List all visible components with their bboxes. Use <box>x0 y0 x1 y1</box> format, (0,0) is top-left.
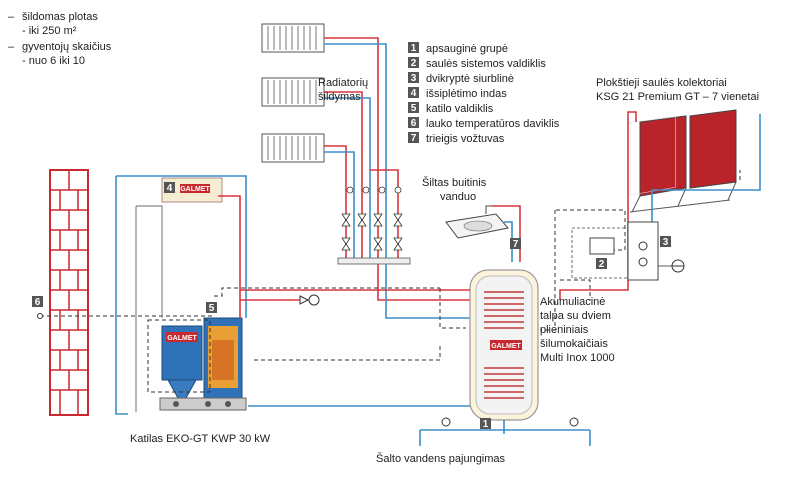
tank-brand: GALMET <box>491 343 521 350</box>
legend-item-7: 7 trieigis vožtuvas <box>408 132 505 145</box>
svg-text:–: – <box>8 41 15 53</box>
legend-item-5: 5 katilo valdiklis <box>408 102 494 115</box>
cold-water-inlet: 1 <box>419 417 591 446</box>
tank-label-line2: talpa su dviem <box>540 310 611 322</box>
svg-text:2: 2 <box>411 58 417 69</box>
svg-text:6: 6 <box>411 118 417 129</box>
top-notes: – šildomas plotas - iki 250 m² – gyvento… <box>8 11 112 67</box>
collector-label-line1: Plokštieji saulės kolektoriai <box>596 77 727 89</box>
tank-label-line4: šilumokaičiais <box>540 338 608 350</box>
svg-text:saulės sistemos valdiklis: saulės sistemos valdiklis <box>426 58 546 70</box>
boiler-label: Katilas EKO-GT KWP 30 kW <box>130 433 271 445</box>
svg-text:GALMET: GALMET <box>180 186 210 193</box>
marker-6: 6 <box>35 297 41 308</box>
radiator-bottom <box>261 133 325 163</box>
note-area-title: šildomas plotas <box>22 11 98 23</box>
legend-item-2: 2 saulės sistemos valdiklis <box>408 57 546 70</box>
svg-text:GALMET: GALMET <box>167 335 197 342</box>
svg-text:5: 5 <box>411 103 417 114</box>
marker-1: 1 <box>483 419 489 430</box>
marker-3: 3 <box>663 237 669 248</box>
expansion-vessel: 4 GALMET <box>161 177 223 203</box>
legend-item-4: 4 išsiplėtimo indas <box>408 87 507 100</box>
legend-item-1: 1 apsauginė grupė <box>408 42 508 55</box>
outdoor-sensor: 6 <box>32 296 43 319</box>
svg-text:išsiplėtimo indas: išsiplėtimo indas <box>426 88 507 100</box>
hot-water-label-line2: vanduo <box>440 191 476 203</box>
marker-4: 4 <box>167 183 173 194</box>
radiator-pipes <box>324 37 470 319</box>
svg-text:lauko temperatūros daviklis: lauko temperatūros daviklis <box>426 118 560 130</box>
svg-text:katilo valdiklis: katilo valdiklis <box>426 103 494 115</box>
solar-collectors <box>629 47 737 213</box>
radiator-top <box>261 23 325 53</box>
svg-text:apsauginė grupė: apsauginė grupė <box>426 43 508 55</box>
svg-text:–: – <box>8 11 15 23</box>
svg-text:dvikryptė siurblinė: dvikryptė siurblinė <box>426 73 514 85</box>
cold-water-label: Šalto vandens pajungimas <box>376 452 506 465</box>
note-people-title: gyventojų skaičius <box>22 41 112 53</box>
sink <box>445 205 509 239</box>
radiator-middle <box>261 77 325 107</box>
svg-text:3: 3 <box>411 73 417 84</box>
marker-2: 2 <box>599 259 605 270</box>
collector-label-line2: KSG 21 Premium GT – 7 vienetai <box>596 91 759 103</box>
legend-item-3: 3 dvikryptė siurblinė <box>408 72 514 85</box>
radiator-label-line1: Radiatorių <box>318 77 368 89</box>
solar-controller: 2 <box>571 227 633 279</box>
hot-water-label-line1: Šiltas buitinis <box>422 176 487 189</box>
note-area-value: - iki 250 m² <box>22 25 77 37</box>
marker-5: 5 <box>209 303 215 314</box>
svg-text:trieigis vožtuvas: trieigis vožtuvas <box>426 133 505 145</box>
marker-7: 7 <box>513 239 519 250</box>
pump-station: 3 <box>627 221 685 281</box>
tank-label-line5: Multi Inox 1000 <box>540 352 615 364</box>
tank-label-line1: Akumuliacinė <box>540 296 605 308</box>
accumulation-tank: GALMET <box>469 269 539 434</box>
svg-text:4: 4 <box>411 88 417 99</box>
svg-text:7: 7 <box>411 133 417 144</box>
brick-wall <box>49 169 89 416</box>
boiler: GALMET <box>159 317 247 411</box>
note-people-value: - nuo 6 iki 10 <box>22 55 85 67</box>
legend: 1 apsauginė grupė 2 saulės sistemos vald… <box>408 42 560 145</box>
svg-text:1: 1 <box>411 43 417 54</box>
tank-label-line3: plieniniais <box>540 324 589 336</box>
radiator-label-line2: šildymas <box>318 91 361 103</box>
boiler-pipes <box>40 175 470 415</box>
legend-item-6: 6 lauko temperatūros daviklis <box>408 117 560 130</box>
